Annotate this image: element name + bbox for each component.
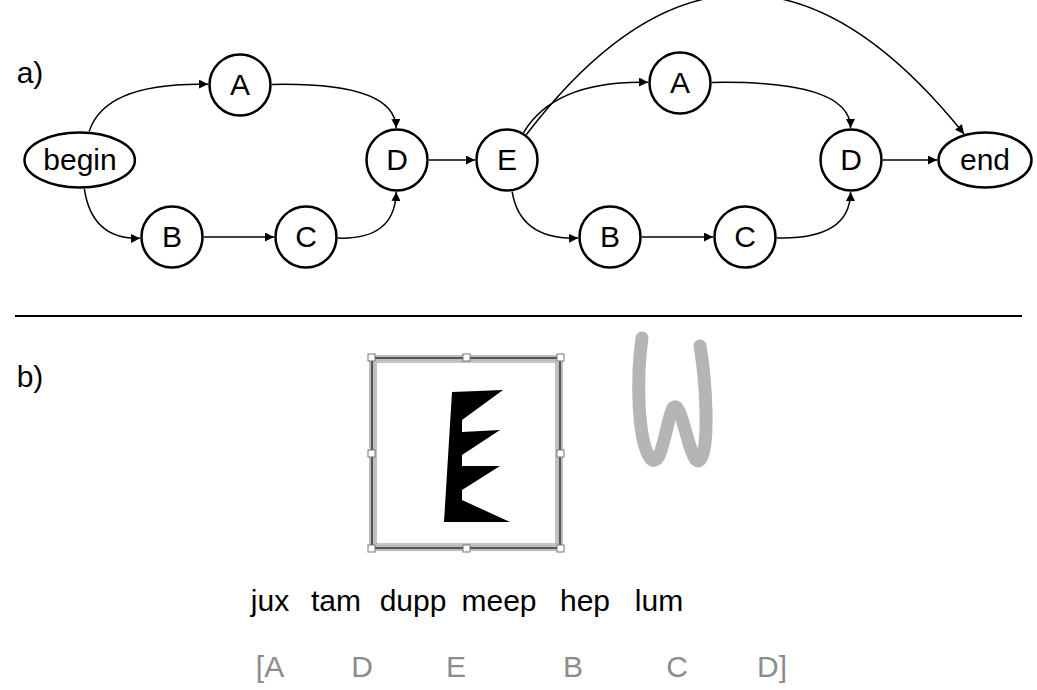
- selected-image: [368, 354, 564, 552]
- transition-arrow: [89, 84, 208, 131]
- node-label: A: [230, 70, 250, 100]
- category-letter: C: [666, 652, 688, 682]
- transition-arrow: [338, 192, 396, 238]
- node-label: D: [386, 145, 408, 175]
- transition-arrow: [642, 236, 713, 238]
- state-circle: D: [365, 128, 429, 192]
- category-letter: D]: [757, 652, 787, 682]
- category-letter: B: [563, 652, 583, 682]
- node-label: B: [162, 222, 182, 252]
- terminal-ellipse: begin: [23, 131, 136, 189]
- word: lum: [635, 586, 683, 616]
- grey-squiggle: [639, 338, 706, 461]
- state-circle: B: [140, 205, 204, 269]
- node-label: end: [960, 145, 1010, 175]
- transition-arrow: [883, 159, 937, 161]
- transition-arrow: [512, 192, 578, 239]
- word: meep: [461, 586, 536, 616]
- node-label: begin: [43, 145, 116, 175]
- state-circle: A: [648, 51, 712, 115]
- category-letter: D: [351, 652, 373, 682]
- transition-arrow: [712, 82, 851, 128]
- transition-arrow: [84, 189, 140, 238]
- word: dupp: [380, 586, 447, 616]
- node-label: B: [600, 222, 620, 252]
- transition-arrow: [523, 82, 648, 132]
- part-label: a): [17, 58, 44, 88]
- node-label: C: [295, 222, 317, 252]
- state-circle: A: [208, 53, 272, 117]
- state-circle: E: [475, 128, 539, 192]
- category-letter: E: [446, 652, 466, 682]
- part-label: b): [17, 362, 44, 392]
- node-label: E: [497, 145, 517, 175]
- terminal-ellipse: end: [937, 131, 1033, 189]
- word: hep: [560, 586, 610, 616]
- node-label: D: [840, 145, 862, 175]
- transition-arrow: [429, 159, 475, 161]
- divider-line: [15, 315, 1022, 317]
- transition-arrow: [526, 0, 964, 135]
- word: tam: [311, 586, 361, 616]
- state-circle: C: [274, 205, 338, 269]
- transition-arrow: [272, 84, 396, 128]
- state-circle: C: [713, 205, 777, 269]
- node-label: C: [734, 222, 756, 252]
- word: jux: [251, 586, 289, 616]
- node-label: A: [670, 68, 690, 98]
- transition-arrow: [777, 192, 851, 238]
- category-letter: [A: [256, 652, 284, 682]
- state-circle: B: [578, 205, 642, 269]
- state-circle: D: [819, 128, 883, 192]
- transition-arrow: [204, 236, 274, 238]
